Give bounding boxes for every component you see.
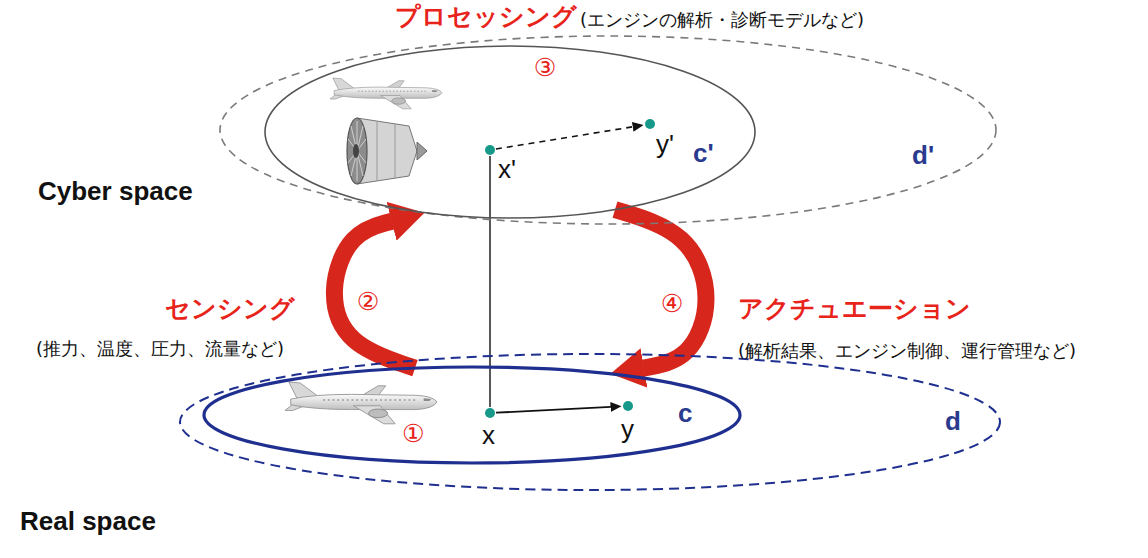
- model-label: c': [693, 138, 714, 169]
- real-space-scope-outline: [180, 354, 1000, 490]
- state-point: y: [623, 401, 633, 411]
- engine-illustration-part: [395, 124, 396, 178]
- actuation-note: (解析結果、エンジン制御、運行管理など): [738, 340, 1076, 362]
- transition-arrow: [496, 407, 611, 413]
- sensing-arrow: [334, 221, 415, 368]
- system-label: c: [678, 398, 692, 429]
- step-number: ③: [534, 53, 556, 83]
- scope-label: d': [912, 140, 934, 171]
- processing-heading: プロセッシング: [395, 2, 577, 32]
- real-space-system-outline: [204, 367, 740, 463]
- airplane-illustration-part: [392, 98, 406, 104]
- sensing-note: (推力、温度、圧力、流量など): [36, 338, 284, 360]
- step-number: ②: [357, 287, 379, 317]
- space-name: Cyber space: [38, 176, 193, 207]
- cyber-space-model-outline: [265, 46, 755, 218]
- processing-note: (エンジンの解析・診断モデルなど): [580, 9, 864, 31]
- engine-illustration-part: [377, 121, 378, 181]
- airplane-illustration: [330, 78, 442, 109]
- engine-illustration-part: [417, 142, 427, 160]
- cyber-space-model-ellipse: [265, 46, 755, 218]
- step-number: ④: [661, 289, 683, 319]
- actuation-heading: アクチュエーション: [738, 294, 971, 324]
- cyber-space-scope-outline: [220, 36, 996, 224]
- cyber-space-scope: d' c' x' y': [220, 36, 996, 224]
- airplane-illustration-part: [323, 399, 418, 400]
- state-point: y': [645, 119, 655, 129]
- cyber-space-scope-ellipse: [220, 36, 996, 224]
- state-label: y: [621, 414, 634, 445]
- state-label: x': [498, 154, 516, 185]
- actuation-arrow: [615, 210, 706, 368]
- dashed-transition-arrow: [496, 127, 633, 149]
- engine-illustration-part: [347, 118, 367, 184]
- real-space-system: c x y: [204, 367, 740, 463]
- real-space-scope: d c x y: [180, 354, 1000, 490]
- airplane-illustration-part: [424, 398, 432, 401]
- engine-illustration: [347, 118, 427, 184]
- real-space-system-ellipse: [204, 367, 740, 463]
- engine-illustration-part: [353, 144, 359, 158]
- airplane-illustration-part: [380, 96, 411, 109]
- state-label: y': [656, 129, 674, 160]
- real-space-scope-ellipse: [180, 354, 1000, 490]
- space-name: Real space: [20, 506, 156, 537]
- callout-number: ①: [402, 419, 424, 449]
- sensing-heading: センシング: [165, 294, 295, 324]
- airplane-illustration-part: [432, 90, 438, 92]
- airplane-illustration-part: [353, 406, 395, 424]
- state-point: x: [485, 408, 495, 418]
- scope-label: d: [945, 406, 961, 437]
- airplane-illustration-part: [358, 91, 428, 92]
- airplane-illustration-part: [369, 409, 388, 418]
- state-label: x: [482, 420, 495, 451]
- airplane-illustration: [285, 382, 437, 424]
- correspondence-line: [489, 156, 490, 407]
- cyber-space-model: c' x' y': [265, 46, 755, 218]
- state-point: x': [485, 145, 495, 155]
